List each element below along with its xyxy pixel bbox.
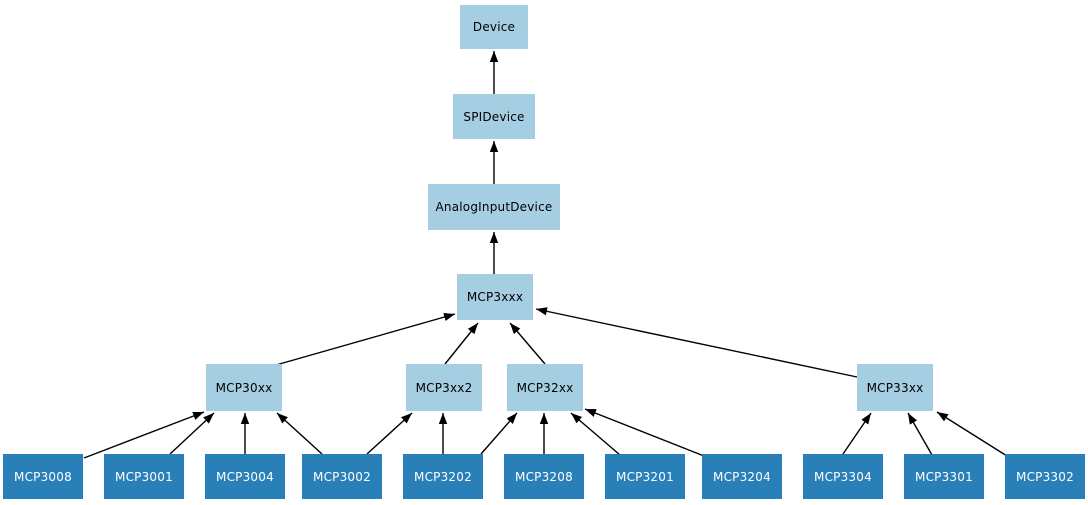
edge-mcp3001-mcp30xx [169,412,215,455]
node-mcp32xx[interactable]: MCP32xx [507,364,583,411]
node-mcp3304[interactable]: MCP3304 [803,454,883,499]
node-mcp3301[interactable]: MCP3301 [904,454,984,499]
node-mcp3002[interactable]: MCP3002 [302,454,382,499]
edge-mcp33xx-mcp3xxx [535,307,858,378]
edge-mcp3301-mcp33xx [907,412,933,456]
node-mcp3204[interactable]: MCP3204 [702,454,782,499]
node-mcp3201[interactable]: MCP3201 [605,454,685,499]
node-device[interactable]: Device [460,5,528,49]
edge-mcp3002-mcp3xx2 [366,412,413,455]
node-mcp3008[interactable]: MCP3008 [3,454,83,499]
node-mcp3302[interactable]: MCP3302 [1005,454,1085,499]
node-mcp3xx2[interactable]: MCP3xx2 [406,364,482,411]
node-mcp3208[interactable]: MCP3208 [504,454,584,499]
node-mcp3202[interactable]: MCP3202 [403,454,483,499]
edge-mcp3xx2-mcp3xxx [444,322,479,365]
node-mcp3004[interactable]: MCP3004 [205,454,285,499]
edge-mcp3304-mcp33xx [842,412,872,455]
edge-mcp3302-mcp33xx [936,411,1008,457]
edge-mcp3008-mcp30xx [83,411,205,459]
node-mcp33xx[interactable]: MCP33xx [857,364,933,411]
node-analoginputdevice[interactable]: AnalogInputDevice [428,184,560,230]
edge-mcp30xx-mcp3xxx [275,312,456,366]
node-spidevice[interactable]: SPIDevice [453,94,535,139]
edge-mcp3202-mcp32xx [480,412,518,455]
node-mcp30xx[interactable]: MCP30xx [206,364,282,411]
node-mcp3001[interactable]: MCP3001 [104,454,184,499]
node-mcp3xxx[interactable]: MCP3xxx [457,274,533,320]
edge-mcp3002-mcp30xx [276,412,323,455]
edge-mcp3204-mcp32xx [584,408,705,457]
edge-mcp3201-mcp32xx [570,412,621,456]
edge-mcp32xx-mcp3xxx [509,322,546,365]
